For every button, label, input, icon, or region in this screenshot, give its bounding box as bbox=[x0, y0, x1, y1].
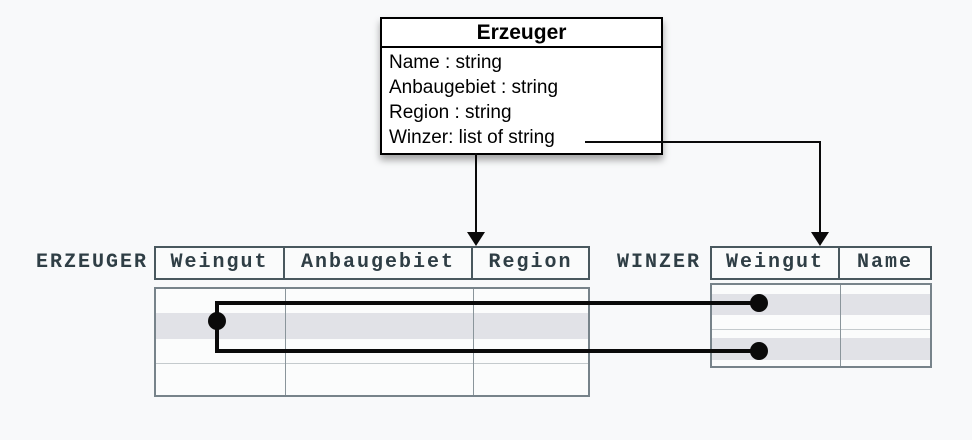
erzeuger-row-divider bbox=[156, 363, 588, 364]
link-dot-winzer-row-1 bbox=[750, 294, 768, 312]
erzeuger-table-header: Weingut Anbaugebiet Region bbox=[154, 246, 590, 280]
arrow-line-winzer-vertical bbox=[819, 141, 821, 233]
winzer-col-name: Name bbox=[856, 251, 913, 274]
class-attribute-region: Region : string bbox=[389, 102, 512, 123]
erzeuger-col-anbaugebiet: Anbaugebiet bbox=[285, 248, 473, 278]
winzer-table-body bbox=[710, 283, 932, 368]
erzeuger-highlighted-row bbox=[156, 313, 588, 339]
erzeuger-table-label: ERZEUGER bbox=[36, 251, 149, 274]
class-attribute-anbaugebiet: Anbaugebiet : string bbox=[389, 77, 559, 98]
arrowhead-down-icon bbox=[811, 232, 829, 246]
arrowhead-down-icon bbox=[467, 232, 485, 246]
erzeuger-table-body bbox=[154, 287, 590, 397]
class-box-erzeuger: Erzeuger Name : string Anbaugebiet : str… bbox=[380, 17, 663, 155]
winzer-col-weingut: Weingut bbox=[712, 248, 840, 278]
winzer-column-divider bbox=[840, 285, 841, 366]
class-attribute-winzer: Winzer: list of string bbox=[389, 127, 555, 148]
erzeuger-column-divider bbox=[473, 289, 474, 395]
link-dot-erzeuger-row bbox=[208, 312, 226, 330]
winzer-table-label: WINZER bbox=[617, 251, 702, 274]
link-line-bottom bbox=[217, 349, 761, 353]
erzeuger-col-region: Region bbox=[488, 251, 573, 274]
arrow-line-winzer-horizontal bbox=[585, 141, 821, 143]
winzer-row-divider bbox=[712, 329, 930, 330]
class-attribute-name: Name : string bbox=[389, 52, 502, 73]
winzer-table-header: Weingut Name bbox=[710, 246, 932, 280]
link-line-top bbox=[217, 301, 761, 305]
class-attribute-list: Name : string Anbaugebiet : string Regio… bbox=[382, 48, 661, 153]
erzeuger-col-weingut: Weingut bbox=[156, 248, 285, 278]
erzeuger-column-divider bbox=[285, 289, 286, 395]
class-title: Erzeuger bbox=[382, 19, 661, 48]
link-dot-winzer-row-2 bbox=[750, 342, 768, 360]
arrow-line-classbox-to-erzeuger bbox=[475, 153, 477, 235]
